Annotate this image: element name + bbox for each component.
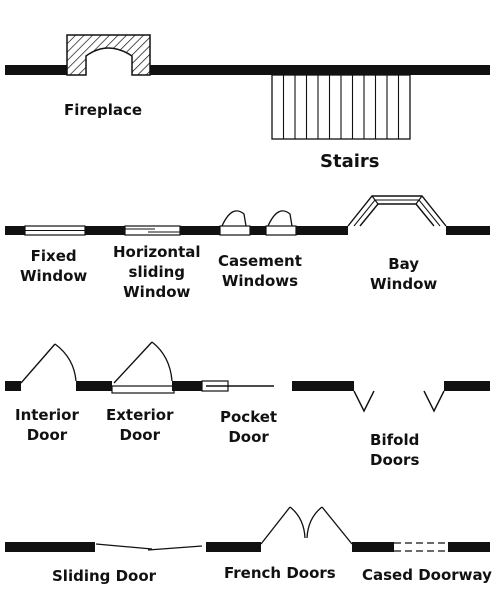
interior-door-swing	[54, 343, 77, 382]
label-line: Horizontal	[113, 243, 201, 261]
horizontal-sliding-window-label: Horizontal sliding Window	[113, 242, 201, 302]
exterior-door-leaf	[113, 341, 153, 384]
wall-segment	[5, 226, 25, 235]
bay-window-symbol	[347, 195, 447, 227]
wall-segment	[85, 226, 125, 235]
stairs-label: Stairs	[320, 151, 380, 172]
wall-segment	[5, 381, 21, 391]
fixed-window-symbol	[24, 225, 86, 236]
casement-sash-b	[267, 210, 293, 227]
label-line: Bay	[388, 255, 420, 273]
wall-segment	[5, 542, 95, 552]
sliding-door-symbol	[95, 543, 203, 551]
horizontal-sliding-window-symbol	[124, 225, 181, 236]
sliding-door-panel-a	[95, 543, 153, 550]
wall-segment	[296, 226, 348, 235]
exterior-door-sill	[111, 385, 175, 394]
bifold-leaf-left	[353, 390, 375, 413]
label-line: Exterior	[106, 406, 174, 424]
label-line: Pocket	[220, 408, 278, 426]
bifold-leaf-right	[423, 390, 445, 413]
wall-segment	[444, 381, 490, 391]
wall-segment	[292, 381, 354, 391]
label-line: Interior	[15, 406, 79, 424]
french-door-swing-right	[306, 506, 323, 539]
fireplace-wall-right	[150, 65, 490, 75]
casement-sash-a	[221, 210, 247, 227]
label-line: Door	[119, 426, 160, 444]
bay-window-middle	[353, 199, 441, 227]
fireplace-symbol	[5, 34, 490, 76]
fixed-window-label: Fixed Window	[20, 246, 87, 286]
interior-door-symbol	[20, 343, 77, 384]
french-doors-label: French Doors	[224, 564, 336, 582]
wall-segment	[180, 226, 220, 235]
interior-door-leaf	[20, 343, 56, 384]
exterior-door-label: Exterior Door	[106, 405, 174, 445]
exterior-door-symbol	[111, 341, 175, 394]
pocket-door-symbol	[172, 380, 274, 392]
label-line: Window	[123, 283, 191, 301]
wall-segment	[250, 226, 266, 235]
bay-window-label: Bay Window	[370, 254, 437, 294]
label-line: sliding	[128, 263, 186, 281]
stairs-symbol	[271, 74, 411, 140]
door-wall-row	[5, 341, 490, 413]
french-door-leaf-left	[260, 506, 291, 545]
bay-mullion	[415, 195, 423, 205]
cased-doorway-symbol	[394, 542, 448, 552]
cased-doorway-label: Cased Doorway	[362, 566, 492, 584]
label-line: Door	[26, 426, 68, 444]
window-wall-row	[5, 195, 490, 236]
label-line: Doors	[370, 451, 420, 469]
label-line: Door	[228, 428, 269, 446]
label-line: Windows	[221, 272, 299, 290]
fireplace-wall-left	[5, 65, 67, 75]
label-line: Window	[20, 267, 88, 285]
casement-frame-a	[219, 225, 251, 236]
label-line: Bifold	[370, 431, 420, 449]
french-door-leaf-right	[321, 506, 353, 545]
french-door-swing-left	[289, 506, 306, 539]
bay-window-inner	[359, 203, 435, 227]
pocket-door-label: Pocket Door	[220, 407, 277, 447]
sliding-window-frame	[124, 225, 181, 236]
casement-windows-symbol	[219, 210, 297, 236]
bifold-doors-symbol	[353, 390, 445, 413]
exterior-door-swing	[151, 341, 173, 382]
wall-segment	[352, 542, 394, 552]
fireplace-hearth	[66, 34, 151, 76]
bay-mullion	[371, 195, 379, 205]
wall-segment	[206, 542, 261, 552]
casement-windows-label: Casement Windows	[218, 251, 302, 291]
wall-segment	[448, 542, 490, 552]
bay-window-outer	[347, 195, 447, 227]
opening-wall-row	[5, 506, 490, 552]
french-doors-symbol	[260, 506, 353, 545]
sliding-door-panel-b	[147, 545, 203, 551]
label-line: Window	[370, 275, 438, 293]
stairs-treads	[282, 75, 400, 139]
bifold-doors-label: Bifold Doors	[370, 430, 419, 470]
label-line: Fixed	[30, 247, 77, 265]
fireplace-label: Fireplace	[64, 101, 143, 119]
interior-door-label: Interior Door	[15, 405, 79, 445]
wall-segment	[446, 226, 490, 235]
wall-segment	[76, 381, 112, 391]
label-line: Casement	[218, 252, 302, 270]
casement-frame-b	[265, 225, 297, 236]
sliding-door-label: Sliding Door	[52, 567, 157, 585]
wall-segment	[172, 381, 202, 391]
